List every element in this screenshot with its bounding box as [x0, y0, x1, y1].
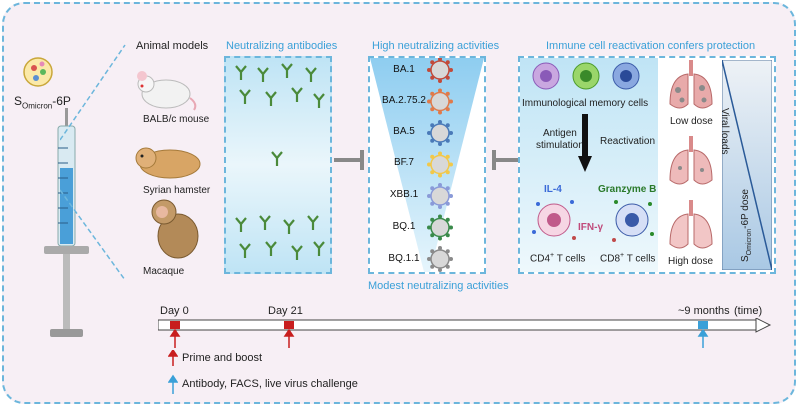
dose-label: SOmicron-6P dose: [740, 189, 753, 262]
high-dose-label: High dose: [668, 256, 714, 267]
virus-icon: [427, 120, 453, 146]
legend-antibody: Antibody, FACS, live virus challenge: [182, 378, 358, 390]
nine-months-label: ~9 months: [678, 305, 730, 317]
virus-icon: [427, 214, 453, 241]
legend-arrows: [168, 350, 178, 394]
neutralizing-antibodies-panel: [224, 56, 332, 274]
il4-label: IL-4: [544, 184, 562, 195]
time-label: (time): [734, 305, 763, 317]
virus-icon: [427, 183, 453, 209]
ifn-label: IFN-γ: [578, 222, 603, 233]
modest-neutralizing-title: Modest neutralizing activities: [368, 280, 509, 292]
virus-icon: [427, 88, 453, 115]
low-dose-label: Low dose: [670, 116, 713, 127]
hamster-icon: [135, 147, 201, 179]
day21-label: Day 21: [268, 305, 303, 317]
virus-icon: [427, 246, 453, 272]
variant-label: BF.7: [393, 157, 414, 168]
variant-label: BQ.1.1: [388, 253, 420, 264]
variant-label: BQ.1: [392, 221, 416, 232]
memory-cells-label: Immunological memory cells: [522, 98, 649, 109]
timeline-bar: [158, 318, 772, 348]
reactivation-arrow: [578, 114, 592, 172]
cd8-label: CD8+ T cells: [600, 252, 656, 265]
memory-cell-icons: [532, 62, 640, 90]
immune-cells-area: [520, 58, 658, 272]
legend-prime: Prime and boost: [182, 352, 263, 364]
lung-low-dose-icon: [669, 60, 713, 109]
virus-icon: [427, 58, 453, 83]
zoom-lines: [60, 44, 126, 281]
neutralizing-antibodies-title: Neutralizing antibodies: [226, 40, 338, 52]
lung-high-dose-icon: [669, 200, 713, 249]
dose-viral-load-wedge: [722, 60, 772, 270]
inhibition-arrow-2: [492, 150, 522, 170]
animal-label-macaque: Macaque: [143, 266, 185, 277]
virus-icon: [427, 151, 453, 178]
immune-title: Immune cell reactivation confers protect…: [546, 40, 756, 52]
day0-label: Day 0: [160, 305, 189, 317]
variant-label: XBB.1: [389, 189, 419, 200]
variant-label: BA.1: [393, 64, 415, 75]
animal-models-title: Animal models: [136, 40, 209, 52]
granzyme-label: Granzyme B: [598, 184, 657, 195]
activity-funnel: [370, 58, 484, 272]
t-cell-icons: [532, 200, 654, 242]
syringe-icon: [44, 108, 89, 337]
viral-loads-label: Viral loads: [719, 108, 730, 155]
vaccine-label: SOmicron-6P: [14, 94, 71, 111]
vaccine-particle-icon: [23, 57, 53, 87]
cd4-label: CD4+ T cells: [530, 252, 586, 265]
variant-label: BA.2.75.2: [382, 95, 426, 106]
reactivation-label: Reactivation: [600, 136, 656, 147]
animal-label-mouse: BALB/c mouse: [143, 114, 210, 125]
animal-label-hamster: Syrian hamster: [143, 185, 211, 196]
variant-virus-icons: [427, 58, 453, 272]
lung-mid-dose-icon: [669, 136, 713, 185]
variant-label: BA.5: [393, 126, 415, 137]
mouse-icon: [137, 71, 197, 111]
macaque-icon: [151, 199, 199, 259]
inhibition-arrow-1: [334, 150, 364, 170]
antibody-icons: [234, 62, 326, 262]
high-neutralizing-title: High neutralizing activities: [372, 40, 500, 52]
